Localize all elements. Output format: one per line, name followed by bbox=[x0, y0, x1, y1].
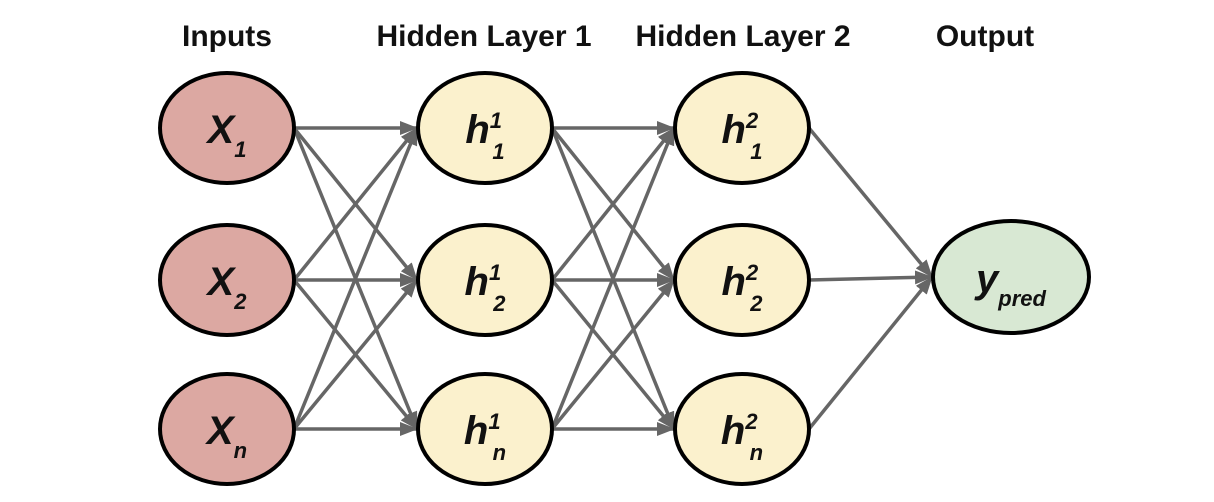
node-ellipse-h2-n bbox=[673, 372, 811, 486]
layer-header-inputs: Inputs bbox=[182, 20, 272, 53]
edge-h1-2-to-h2-1 bbox=[550, 126, 676, 282]
node-label-h1-2-subscript: 2 bbox=[492, 291, 506, 316]
node-label-x2: X2 bbox=[206, 260, 248, 314]
node-h1-1: h1 1 bbox=[416, 71, 554, 185]
node-ellipse-h1-1 bbox=[416, 71, 554, 185]
node-x2: X2 bbox=[158, 223, 296, 337]
node-ellipse-h1-2 bbox=[416, 223, 554, 337]
node-label-h1-n: h1 n bbox=[464, 409, 506, 465]
edge-h1-n-to-h2-2 bbox=[550, 278, 676, 431]
node-h2-1: h2 1 bbox=[673, 71, 811, 185]
node-label-h1-1-base: h bbox=[465, 108, 489, 152]
node-xn: Xn bbox=[158, 372, 296, 486]
node-label-h1-1: h1 1 bbox=[465, 108, 504, 164]
node-x1: X1 bbox=[158, 71, 296, 185]
node-label-h2-n-superscript: 2 bbox=[744, 409, 758, 434]
edge-xn-to-h1-2 bbox=[292, 278, 419, 431]
node-label-h2-2: h2 2 bbox=[722, 260, 764, 316]
node-label-x1: X1 bbox=[206, 108, 247, 162]
node-label-h1-2-superscript: 1 bbox=[489, 260, 501, 285]
node-h1-n: h1 n bbox=[416, 372, 554, 486]
node-label-xn-base: X bbox=[205, 409, 236, 453]
node-label-h2-1: h2 1 bbox=[722, 108, 763, 164]
node-label-h2-1-subscript: 1 bbox=[750, 139, 762, 164]
node-label-y-pred: ypred bbox=[974, 257, 1046, 311]
node-h2-n: h2 n bbox=[673, 372, 811, 486]
node-h2-2: h2 2 bbox=[673, 223, 811, 337]
edge-h2-1-to-y-pred bbox=[807, 126, 934, 279]
node-label-h2-2-superscript: 2 bbox=[745, 260, 759, 285]
node-label-y-pred-base: y bbox=[974, 257, 1000, 301]
node-label-h2-2-base: h bbox=[722, 260, 746, 304]
node-ellipse-x1 bbox=[158, 71, 296, 185]
node-label-x1-subscript: 1 bbox=[234, 137, 246, 162]
node-label-h2-n-base: h bbox=[721, 409, 745, 453]
node-label-h2-2-subscript: 2 bbox=[749, 291, 763, 316]
node-label-h1-2: h1 2 bbox=[465, 260, 507, 316]
node-label-h1-2-base: h bbox=[465, 260, 489, 304]
node-label-h2-1-superscript: 2 bbox=[745, 108, 759, 133]
node-ellipse-h2-1 bbox=[673, 71, 811, 185]
node-label-h2-n: h2 n bbox=[721, 409, 763, 465]
node-label-xn-subscript: n bbox=[234, 438, 247, 463]
node-ellipse-h1-n bbox=[416, 372, 554, 486]
edge-x2-to-h1-1 bbox=[292, 126, 419, 282]
node-label-h1-n-base: h bbox=[464, 409, 488, 453]
node-ellipse-h2-2 bbox=[673, 223, 811, 337]
node-label-h2-n-subscript: n bbox=[750, 440, 763, 465]
node-label-h1-n-subscript: n bbox=[493, 440, 506, 465]
node-ellipse-xn bbox=[158, 372, 296, 486]
node-label-h2-1-base: h bbox=[722, 108, 746, 152]
node-ellipse-x2 bbox=[158, 223, 296, 337]
layer-headers: Inputs Hidden Layer 1 Hidden Layer 2 Output bbox=[182, 20, 1034, 53]
node-label-x1-base: X bbox=[206, 108, 237, 152]
node-label-x2-base: X bbox=[206, 260, 237, 304]
node-label-h1-1-subscript: 1 bbox=[492, 139, 504, 164]
edge-xn-to-h1-1 bbox=[292, 127, 419, 430]
edges-group bbox=[292, 121, 934, 436]
node-h1-2: h1 2 bbox=[416, 223, 554, 337]
node-label-y-pred-subscript: pred bbox=[997, 286, 1046, 311]
layer-header-hidden-layer-1: Hidden Layer 1 bbox=[376, 20, 591, 53]
node-label-h1-1-superscript: 1 bbox=[490, 108, 502, 133]
node-ellipse-y-pred bbox=[931, 219, 1091, 335]
node-y-pred: ypred bbox=[931, 219, 1091, 335]
node-label-x2-subscript: 2 bbox=[233, 289, 247, 314]
edge-h2-n-to-y-pred bbox=[807, 275, 934, 431]
edge-h1-n-to-h2-1 bbox=[550, 127, 676, 430]
node-label-xn: Xn bbox=[205, 409, 247, 463]
edge-h2-2-to-y-pred bbox=[808, 270, 933, 285]
layer-header-output: Output bbox=[936, 20, 1034, 53]
node-label-h1-n-superscript: 1 bbox=[488, 409, 500, 434]
layer-header-hidden-layer-2: Hidden Layer 2 bbox=[635, 20, 850, 53]
